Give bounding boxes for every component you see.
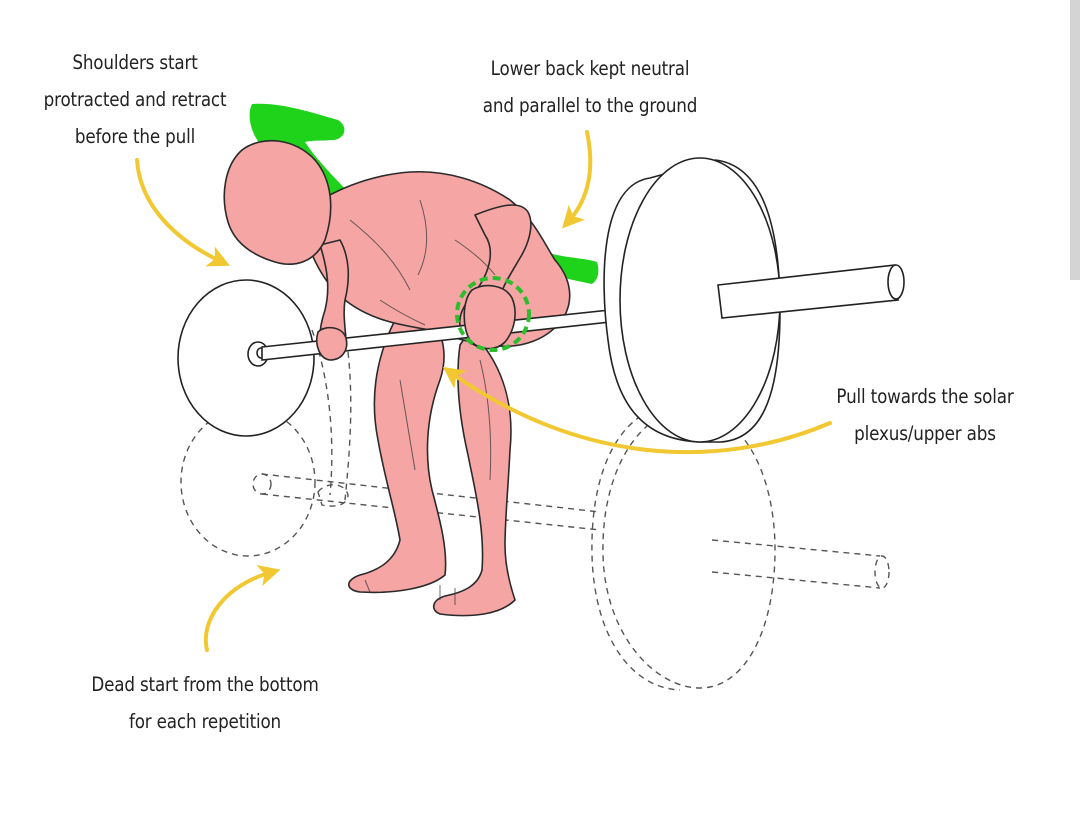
barbell — [261, 157, 905, 443]
lower-back-highlight — [542, 252, 599, 284]
ghost-sleeve — [711, 539, 881, 589]
pull-note-line-1: Pull towards the solar — [836, 385, 1014, 408]
ghost-right-plate — [602, 407, 776, 689]
right-sleeve — [717, 264, 899, 319]
dead-start-arrow — [203, 564, 281, 652]
dead-start-note-line-2: for each repetition — [128, 710, 282, 733]
pull-arrow — [442, 366, 832, 455]
pull-note-line-2: plexus/upper abs — [854, 422, 996, 445]
lower-back-note: Lower back kept neutral and parallel to … — [461, 50, 719, 124]
scrollbar[interactable] — [1070, 0, 1080, 280]
front-leg — [347, 309, 447, 594]
dead-start-note-line-1: Dead start from the bottom — [91, 673, 319, 696]
target-ring — [455, 276, 531, 352]
shoulders-note-line-1: Shoulders start — [72, 51, 198, 74]
head — [223, 139, 332, 265]
lower-back-note-line-2: and parallel to the ground — [482, 94, 698, 117]
dead-start-note: Dead start from the bottom for each repe… — [80, 666, 329, 740]
shoulder-arrow — [135, 158, 230, 267]
shoulders-note-line-3: before the pull — [74, 125, 196, 148]
shoulders-note-line-2: protracted and retract — [43, 88, 227, 111]
right-hand — [463, 284, 516, 350]
shoulders-note: Shoulders start protracted and retract b… — [36, 44, 234, 155]
left-hand — [315, 326, 348, 361]
lower-back-note-line-1: Lower back kept neutral — [490, 57, 690, 80]
ghost-barbell — [180, 329, 890, 691]
ghost-arm — [311, 329, 352, 501]
body-details — [349, 199, 496, 605]
lower-back-arrow — [562, 130, 593, 229]
pull-note: Pull towards the solar plexus/upper abs — [818, 378, 1033, 452]
left-plate — [177, 279, 315, 437]
annotation-arrows — [135, 130, 832, 652]
